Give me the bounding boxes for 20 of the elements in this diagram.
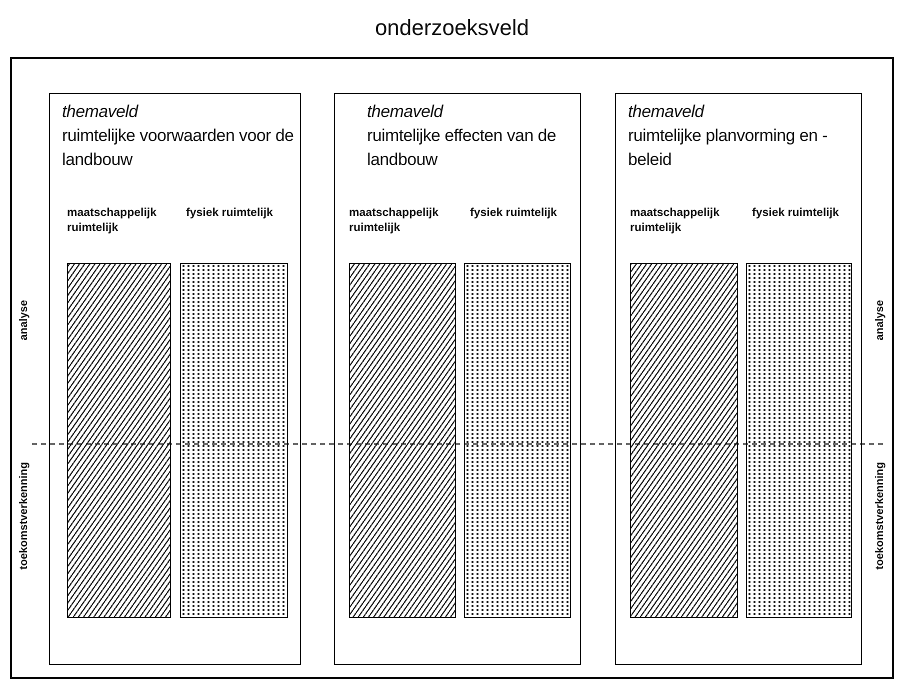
bar-label: fysiek ruimtelijk — [470, 206, 558, 221]
panel-label: themaveld — [367, 101, 444, 123]
bar-label: maatschappelijk ruimtelijk — [349, 206, 440, 236]
theme-panel — [49, 93, 301, 665]
side-label: analyse — [18, 300, 30, 340]
panel-title: ruimtelijke effecten van de landbouw — [367, 125, 558, 171]
panel-label: themaveld — [62, 101, 140, 123]
panel-title: ruimtelijke voorwaarden voor de landbouw — [62, 125, 294, 171]
side-label: toekomstverkenning — [874, 462, 886, 570]
side-label: analyse — [874, 300, 886, 340]
bar-label: maatschappelijk ruimtelijk — [630, 206, 720, 236]
bar-label: maatschappelijk ruimtelijk — [67, 206, 158, 236]
side-label: toekomstverkenning — [18, 462, 30, 570]
panel-label: themaveld — [628, 101, 706, 123]
theme-panel — [334, 93, 581, 665]
bar-label: fysiek ruimtelijk — [752, 206, 840, 221]
theme-panel — [615, 93, 862, 665]
panel-title: ruimtelijke planvorming en - beleid — [628, 125, 828, 171]
bar-label: fysiek ruimtelijk — [186, 206, 274, 221]
field-heading: onderzoeksveld — [374, 15, 530, 41]
